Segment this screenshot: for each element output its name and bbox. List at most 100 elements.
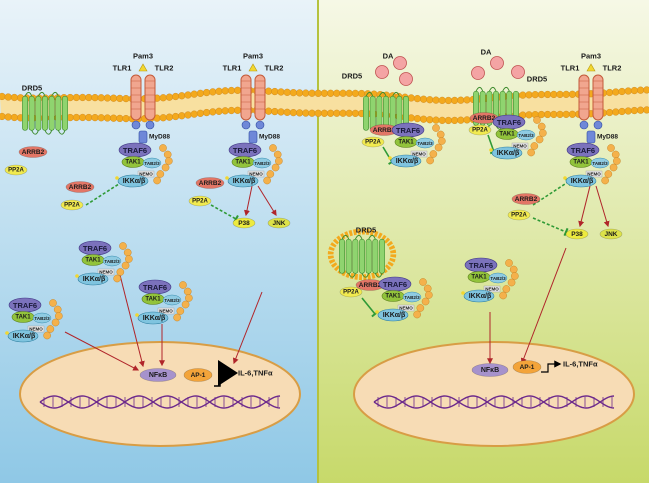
ubiquitin-chain-bead [181,300,190,309]
ubiquitin-chain-bead [159,144,167,152]
lipid-head [184,111,192,119]
tab23-shape [415,137,435,149]
nemo-label: NEMO [159,309,173,314]
tak1-label: TAK1 [398,140,414,146]
tak1-label: TAK1 [85,258,101,264]
lipid-head [643,106,649,114]
lipid-head [209,88,217,96]
dopamine-ligand [393,56,407,70]
left-nfkb: NFκB [139,368,177,382]
right-arrb2-c-label: ARRB2 [515,196,538,203]
ubiquitin-chain-bead [153,176,161,185]
ubiquitin-chain-bead [275,157,283,165]
lipid-head [612,88,620,96]
drd5-helix [22,95,28,131]
right-pp2a-d: PP2A [339,286,363,298]
phosphate-dot [461,291,465,295]
lipid-head [190,90,198,98]
right-da-2-label: DA [481,48,492,57]
lipid-head [320,109,329,117]
right-drd5-a-label: DRD5 [342,72,362,81]
ikk-shape [565,174,597,188]
myd88-adapter [138,130,148,144]
pam3-label: Pam3 [581,52,601,61]
tak1-label: TAK1 [573,160,589,166]
lipid-head [91,94,99,102]
phosphate-dot [5,331,9,335]
lipid-head [618,107,626,116]
dopamine-ligand [511,65,525,79]
ikk-shape [491,146,523,160]
traf6-label: TRAF6 [233,146,257,155]
right-arrb2-d-label: ARRB2 [359,282,382,289]
lipid-head [605,88,614,97]
traf6-label: TRAF6 [469,261,493,270]
lipid-head [97,114,105,122]
left-arrb2-free-shape [18,146,48,158]
left-jnk: JNK [267,217,291,229]
lipid-head [85,113,93,122]
tlr1-label: TLR1 [223,64,242,73]
lipid-head [209,108,217,116]
right-pp2a-a-label: PP2A [365,140,381,146]
left-jnk-shape [267,217,291,229]
ubiquitin-chain-bead [119,242,127,250]
ikk-shape [227,174,259,188]
left-pp2a-c-label: PP2A [192,199,208,205]
tab23-label: TAB2/3 [104,259,120,264]
lipid-head [624,107,632,115]
right-nfkb-shape [471,363,509,377]
right-arrb2-a-label: ARRB2 [373,127,396,134]
nemo-shape [483,285,501,293]
nemo-label: NEMO [139,172,153,177]
right-pp2a-a-shape [361,136,385,148]
right-pp2a-b: PP2A [468,124,492,136]
left-arrb2-free: ARRB2 [18,146,48,158]
lipid-head [0,112,6,121]
ubiquitin-chain-bead [613,157,621,165]
left-arrb2-free-label: ARRB2 [22,149,45,156]
left-arrb2-b: ARRB2 [65,181,95,193]
lipid-head [543,90,552,99]
traf6-label: TRAF6 [143,283,167,292]
lipid-head [227,86,236,95]
tir-domain [579,120,589,130]
lipid-head [289,109,298,117]
phosphate-dot [135,313,139,317]
ubiquitin-chain-bead [113,274,121,283]
tab23-label: TAB2/3 [490,276,506,281]
lipid-head [91,114,99,122]
pam3-ligand-shape [138,63,148,72]
lipid-head [172,112,180,121]
right-pp2a-inhibit-b [487,134,495,153]
lipid-head [165,93,174,101]
lipid-head [227,106,236,115]
ubiquitin-chain-bead [273,150,282,159]
tab23-shape [102,255,122,267]
ubiquitin-chain-bead [609,163,618,172]
drd5-helix [369,95,376,131]
tak1-label: TAK1 [499,132,515,138]
pam3-ligand-shape [586,63,596,72]
ubiquitin-chain-bead [438,137,446,145]
ubiquitin-chain-bead [436,130,445,139]
ubiquitin-chain-bead [509,265,518,274]
right-pp2a-d-label: PP2A [343,290,359,296]
right-ap1-shape [512,360,542,374]
right-p38-shape [565,228,589,240]
traf6-label: TRAF6 [83,244,107,253]
nemo-label: NEMO [513,144,527,149]
nemo-label: NEMO [485,287,499,292]
lipid-head [432,96,440,104]
right-nfkb-label: NFκB [481,367,499,374]
drd5-loop [24,91,59,97]
left-pp2a-free-label: PP2A [8,168,24,174]
tab23-label: TAB2/3 [164,298,180,303]
left-arrb2-b-label: ARRB2 [69,184,92,191]
ubiquitin-chain-bead [55,312,63,320]
